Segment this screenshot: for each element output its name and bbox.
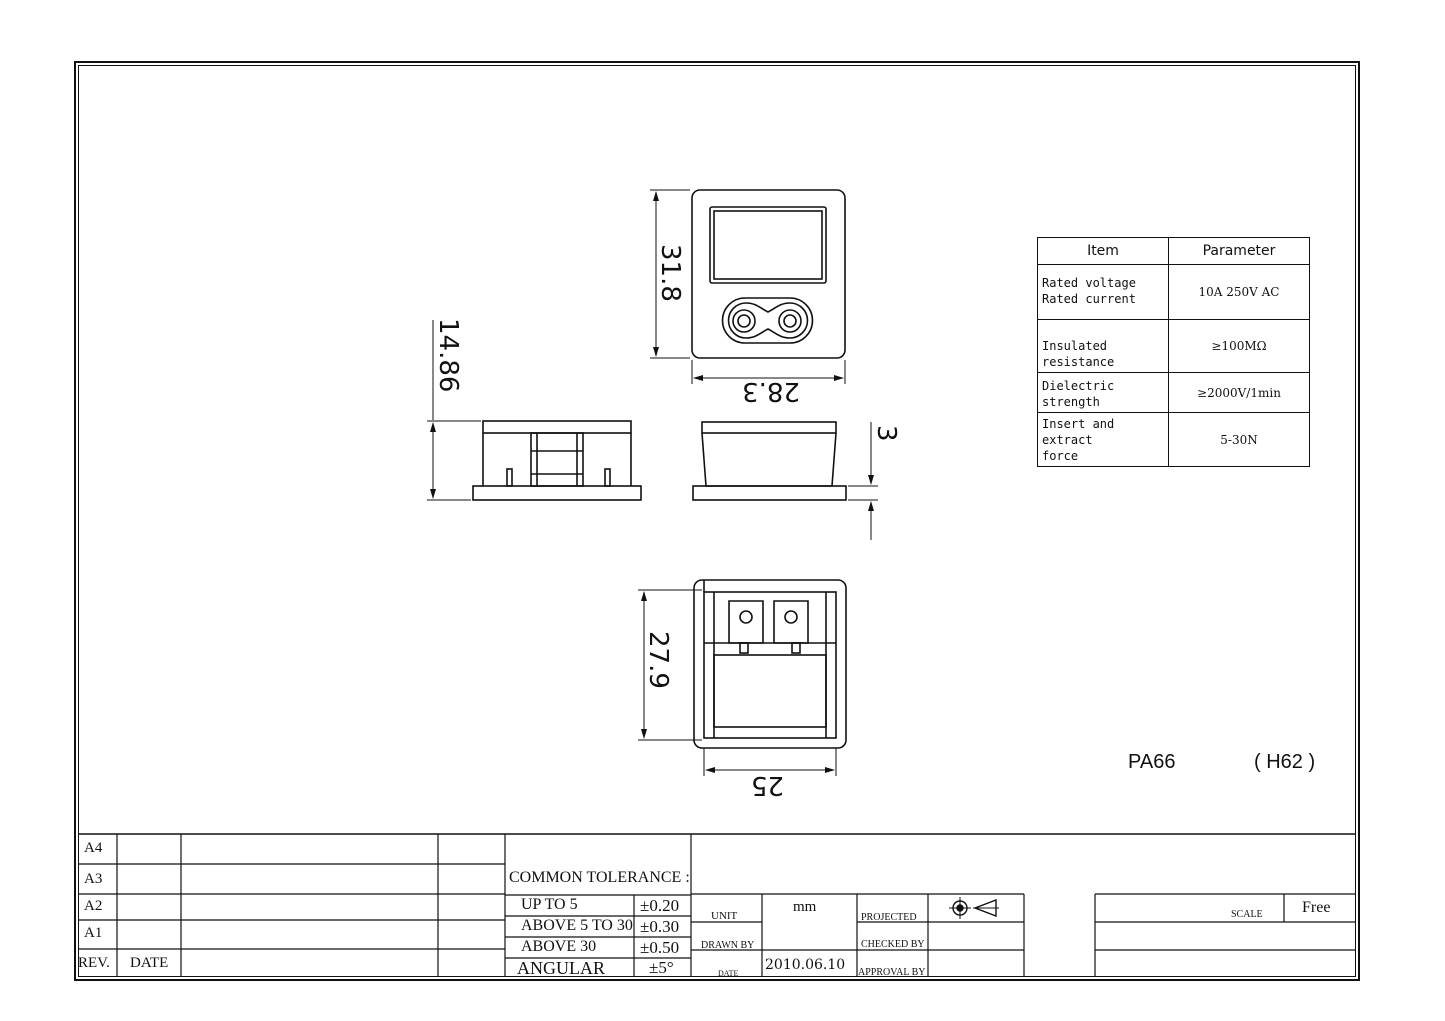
scale-value: Free — [1302, 899, 1331, 916]
rev-a3: A3 — [84, 871, 103, 887]
header-item: Item — [1037, 237, 1169, 265]
material-name: PA66 — [1128, 751, 1176, 773]
tolerance-label: ABOVE 30 — [521, 938, 597, 955]
scale-label: SCALE — [1231, 909, 1263, 920]
row-item-label: force — [1042, 449, 1079, 463]
tolerance-label: ABOVE 5 TO 30 — [521, 917, 633, 934]
material-code: ( H62 ) — [1254, 751, 1316, 773]
tolerance-value: ±0.20 — [640, 896, 680, 915]
left-side-view — [472, 420, 642, 501]
row-item-label: resistance — [1042, 355, 1115, 369]
dim-text-28-3: 28.3 — [742, 376, 800, 406]
unit-label: UNIT — [711, 910, 738, 922]
date-label: DATE — [130, 955, 169, 971]
dimension-27-9 — [638, 589, 702, 741]
date-label-2: DATE — [718, 969, 739, 978]
dimension-25 — [703, 748, 837, 776]
checked-by-label: CHECKED BY — [861, 939, 925, 950]
row-item-label: Insert and extract — [1042, 417, 1115, 447]
tolerance-title: COMMON TOLERANCE : — [509, 869, 690, 886]
rear-view — [693, 579, 847, 749]
rev-a2: A2 — [84, 898, 103, 914]
dimension-14-86 — [427, 320, 481, 501]
date-value: 2010.06.10 — [765, 957, 846, 973]
row-item-label: Insulated — [1042, 339, 1108, 353]
row-value: 10A 250V AC — [1168, 264, 1310, 320]
title-block-grid — [78, 833, 1356, 977]
right-side-view — [692, 421, 847, 501]
dim-text-31-8: 31.8 — [655, 244, 685, 302]
row-value: 5-30N — [1168, 412, 1310, 467]
dim-text-3: 3 — [871, 425, 901, 442]
rev-a4: A4 — [84, 840, 103, 856]
table-row: Rated voltage Rated current 10A 250V AC — [1037, 264, 1310, 320]
tolerance-label: ANGULAR — [517, 958, 605, 978]
header-parameter: Parameter — [1168, 237, 1310, 265]
drawn-by-label: DRAWN BY — [701, 940, 755, 951]
spec-table: Item Parameter Rated voltage Rated curre… — [1037, 237, 1310, 467]
tolerance-value: ±5° — [649, 958, 674, 977]
tolerance-value: ±0.30 — [640, 917, 680, 936]
row-item-label: Rated current — [1042, 292, 1136, 306]
row-value: ≥2000V/1min — [1168, 372, 1310, 413]
approval-by-label: APPROVAL BY — [858, 967, 926, 978]
front-view — [691, 189, 846, 359]
row-item-label: Rated voltage — [1042, 276, 1136, 290]
projection-symbol — [949, 897, 999, 919]
dim-text-14-86: 14.86 — [433, 318, 463, 392]
rev-label: REV. — [78, 955, 110, 971]
dimension-28-3 — [691, 360, 846, 384]
unit-value: mm — [793, 899, 817, 915]
dimension-31-8 — [650, 189, 690, 359]
tolerance-label: UP TO 5 — [521, 896, 578, 913]
table-row: Insert and extract force 5-30N — [1037, 412, 1310, 467]
projected-label: PROJECTED — [861, 912, 917, 923]
table-row: Dielectric strength ≥2000V/1min — [1037, 372, 1310, 413]
rev-a1: A1 — [84, 925, 103, 941]
drawing-frame-inner — [78, 65, 1356, 977]
table-row: Insulated resistance ≥100MΩ — [1037, 319, 1310, 373]
tolerance-value: ±0.50 — [640, 938, 680, 957]
dimension-3 — [848, 422, 878, 540]
dim-text-25: 25 — [751, 770, 784, 800]
dim-text-27-9: 27.9 — [643, 631, 673, 689]
spec-table-header: Item Parameter — [1037, 237, 1310, 265]
drawing-frame-outer — [74, 61, 1360, 981]
row-value: ≥100MΩ — [1168, 319, 1310, 373]
row-item-label: Dielectric strength — [1042, 379, 1115, 409]
